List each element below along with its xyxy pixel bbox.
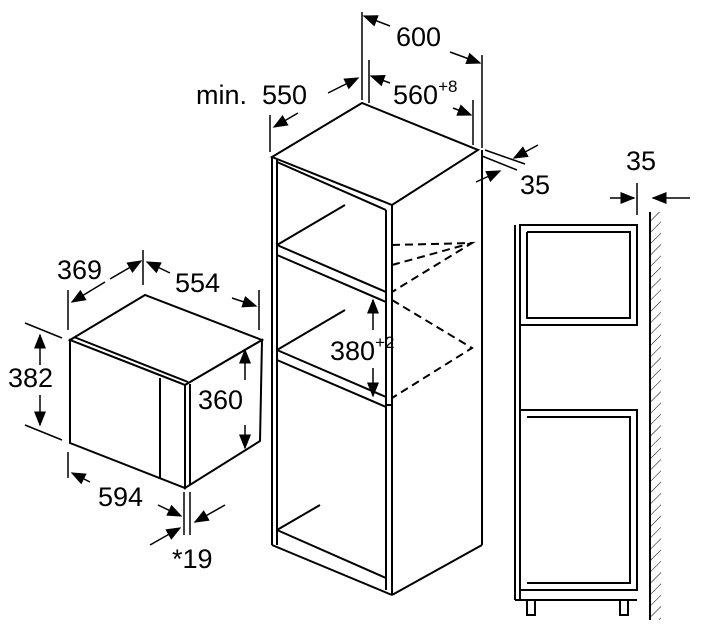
dim-back-gap: 35 <box>520 170 551 200</box>
niche-height-value: 380 <box>330 336 376 366</box>
dim-appliance-depth: 369 <box>57 255 103 285</box>
microwave-appliance <box>67 293 265 490</box>
dim-min-depth: 550 <box>262 80 308 110</box>
tall-cabinet <box>269 101 483 596</box>
dim-min-depth-prefix: min. <box>196 80 248 110</box>
dim-appliance-body-height: 360 <box>198 385 244 415</box>
niche-width-value: 560 <box>393 80 439 110</box>
dim-appliance-total-height: 382 <box>8 363 54 393</box>
niche-width-tolerance: +8 <box>438 77 458 96</box>
niche-height-tolerance: +2 <box>375 333 395 352</box>
dim-appliance-front-offset: *19 <box>172 544 213 574</box>
dim-total-width: 600 <box>396 22 442 52</box>
dim-appliance-front-width: 594 <box>98 482 144 512</box>
dim-niche-width: 560+8 <box>393 78 457 110</box>
dim-niche-height: 380+2 <box>330 334 394 366</box>
microwave-dimension-lines <box>24 250 260 546</box>
dim-appliance-body-width: 554 <box>175 268 221 298</box>
cabinet-dimension-lines <box>269 12 539 398</box>
dim-wall-gap: 35 <box>626 146 657 176</box>
side-view <box>514 183 690 620</box>
